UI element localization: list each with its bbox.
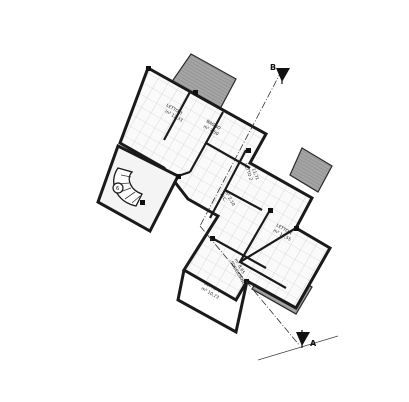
section-line bbox=[199, 69, 283, 227]
section-line-lower bbox=[199, 225, 301, 347]
section-marker-b: B bbox=[270, 63, 290, 84]
section-marker-a: A bbox=[296, 330, 317, 348]
stair-core-icon bbox=[112, 182, 124, 194]
svg-text:LETTO 2: LETTO 2 bbox=[242, 163, 254, 182]
outer-wall-south bbox=[176, 269, 249, 335]
section-label-a: A bbox=[310, 339, 317, 348]
stair-block bbox=[96, 143, 181, 234]
interior-walls bbox=[163, 91, 297, 289]
stair-treads bbox=[117, 174, 141, 204]
stair-number: 6 bbox=[116, 186, 119, 192]
terrace-right bbox=[289, 147, 333, 193]
svg-text:W.C.: W.C. bbox=[218, 192, 228, 203]
ground-line bbox=[257, 335, 339, 361]
section-label-b: B bbox=[270, 63, 276, 72]
